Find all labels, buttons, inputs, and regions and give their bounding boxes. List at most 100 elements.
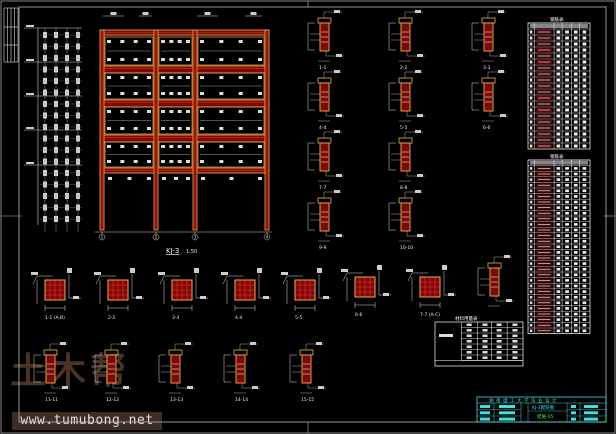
rebar-tag <box>258 160 262 163</box>
cell-value <box>573 54 578 58</box>
slab-flange <box>299 349 314 356</box>
titleblock-drawing-name: KJ-3配筋图 <box>532 404 555 411</box>
rebar-tag <box>161 127 165 130</box>
cell-value <box>565 318 569 321</box>
cell-value <box>556 195 561 198</box>
cell-value <box>582 167 587 170</box>
cell-value <box>529 36 533 40</box>
titleblock-field <box>499 405 515 408</box>
beam-section: 4-4 <box>307 70 344 131</box>
rebar-note <box>318 386 324 389</box>
rebar-note <box>73 296 79 299</box>
cell-value <box>565 256 569 260</box>
cell-value <box>565 217 569 221</box>
rebar-tag <box>238 40 243 43</box>
cell-value <box>529 318 533 321</box>
cell-value <box>556 189 561 193</box>
cell-value <box>529 279 533 282</box>
cell-value <box>556 167 561 170</box>
material-value <box>512 345 518 348</box>
rebar-tag <box>200 40 204 43</box>
rebar-tag <box>238 92 243 95</box>
elev-level-tag <box>26 25 34 27</box>
rebar-tag <box>147 160 151 163</box>
rebar-tag <box>120 92 125 95</box>
cell-value <box>582 323 587 327</box>
cell-value <box>565 60 569 64</box>
rebar-note <box>31 272 38 275</box>
rebar-note <box>194 268 199 273</box>
leader <box>131 274 144 299</box>
cell-value <box>573 267 578 271</box>
slab-flange <box>481 17 496 24</box>
cell-value <box>573 183 578 187</box>
cell-value <box>556 78 561 82</box>
rebar-tag <box>161 145 165 148</box>
rebar-tag <box>161 110 165 113</box>
rebar-tag <box>147 92 151 95</box>
rebar-tag <box>229 177 234 180</box>
beam-section: 7-7 <box>307 130 344 191</box>
axis-label: 2 <box>155 235 158 240</box>
rebar-note <box>415 70 421 73</box>
rebar-tag <box>161 76 165 79</box>
cell-value <box>582 66 587 70</box>
cell-value <box>529 96 533 100</box>
column-section: 1-1 (A-B) <box>31 268 81 321</box>
cell-value <box>582 30 587 34</box>
rebar-tag <box>161 92 165 95</box>
cell-value <box>573 279 578 282</box>
rebar-tag <box>177 127 182 130</box>
cell-value <box>529 183 533 187</box>
cell-value <box>573 66 578 70</box>
rebar-tag <box>219 76 224 79</box>
cell-value <box>556 36 561 40</box>
section-label: 2-2 <box>400 65 407 71</box>
cell-value <box>556 245 561 249</box>
cell-value <box>573 114 578 118</box>
cell-value <box>582 312 587 316</box>
cell-value <box>582 256 587 260</box>
rebar-tag <box>186 160 190 163</box>
titleblock-field <box>571 405 576 408</box>
frame-panel <box>158 36 193 66</box>
rebar-note <box>94 272 101 275</box>
cell-value <box>529 211 533 215</box>
cell-value <box>582 48 587 52</box>
cell-value <box>556 54 561 58</box>
rebar-note <box>417 114 423 117</box>
rebar-tag <box>258 145 262 148</box>
cell-value <box>573 126 578 130</box>
cell-value <box>565 239 569 243</box>
cell-value <box>529 78 533 82</box>
cell-value <box>529 323 533 327</box>
cell-value <box>573 42 578 46</box>
material-value <box>466 356 472 359</box>
axis-label: 3 <box>194 235 197 240</box>
cell-value <box>565 102 569 106</box>
rebar-tag <box>219 110 224 113</box>
cell-value <box>556 234 561 237</box>
table-title: 钢筋表 <box>550 153 564 160</box>
cell-value <box>582 102 587 106</box>
rebar-tag <box>258 177 262 180</box>
cell-value <box>573 262 578 265</box>
rebar-tag <box>107 145 111 148</box>
rebar-note <box>383 293 389 296</box>
leader <box>159 275 180 285</box>
rebar-tag <box>133 76 138 79</box>
rebar-note <box>136 296 142 299</box>
cell-value <box>556 183 561 187</box>
cell-value <box>582 183 587 187</box>
cell-value <box>529 178 533 181</box>
section-label: 6-6 <box>355 312 362 318</box>
material-value <box>496 351 502 354</box>
cell-value <box>565 42 569 46</box>
cell-value <box>573 120 578 124</box>
cell-value <box>529 126 533 130</box>
rebar-tag <box>108 177 112 180</box>
rebar-tag <box>186 92 190 95</box>
rebar-table: 钢筋表 <box>527 153 591 334</box>
